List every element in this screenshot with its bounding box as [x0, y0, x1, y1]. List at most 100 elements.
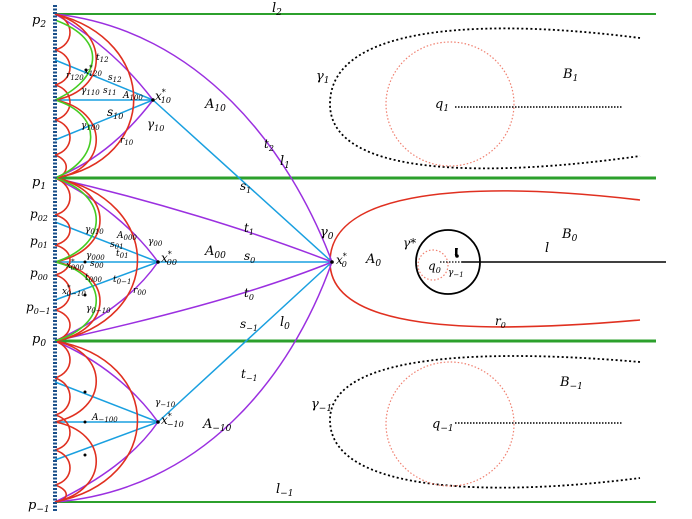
- svg-text:p0−1: p0−1: [26, 300, 51, 316]
- svg-text:A10: A10: [204, 97, 226, 114]
- svg-text:l: l: [545, 241, 549, 256]
- svg-text:p0: p0: [32, 332, 46, 349]
- circle-B-1: [385, 361, 515, 487]
- svg-text:t0: t0: [244, 286, 254, 302]
- svg-text:γ−1: γ−1: [311, 397, 332, 414]
- line-sm10c: [54, 421, 159, 461]
- line-s10b: [54, 59, 154, 101]
- svg-text:1: 1: [454, 248, 460, 258]
- svg-text:γ010: γ010: [85, 225, 104, 236]
- svg-text:γ0: γ0: [320, 225, 334, 242]
- svg-text:x*000: x*000: [66, 258, 84, 272]
- svg-text:r00: r00: [133, 286, 147, 297]
- svg-text:t2: t2: [264, 137, 274, 153]
- curve-gamma-1: [329, 355, 641, 489]
- svg-text:t0−1: t0−1: [113, 275, 131, 286]
- svg-text:l2: l2: [272, 1, 282, 18]
- line-s-1: [157, 261, 333, 423]
- svg-text:l1: l1: [280, 154, 290, 171]
- svg-text:t1: t1: [244, 221, 254, 237]
- svg-text:s01: s01: [110, 240, 124, 251]
- curve-gamma10: [54, 13, 135, 179]
- svg-text:x*0−10: x*0−10: [62, 284, 86, 298]
- svg-text:t−1: t−1: [241, 367, 258, 383]
- svg-text:A−10: A−10: [202, 417, 232, 434]
- line-sm10b: [54, 381, 159, 423]
- svg-text:s1: s1: [240, 179, 251, 195]
- svg-text:q0: q0: [428, 259, 441, 275]
- svg-text:γ000: γ000: [86, 251, 105, 262]
- curve-t01: [54, 177, 159, 263]
- svg-text:γ1: γ1: [316, 69, 330, 86]
- line-s10c: [54, 99, 154, 141]
- circle-q0: [417, 249, 449, 281]
- svg-text:γ*: γ*: [403, 236, 416, 250]
- svg-text:t01: t01: [116, 249, 129, 260]
- curve-t1: [54, 177, 333, 263]
- svg-text:p2: p2: [32, 13, 46, 30]
- svg-text:A−100: A−100: [91, 413, 118, 424]
- svg-text:r0: r0: [495, 314, 506, 330]
- svg-text:s12: s12: [108, 73, 122, 84]
- svg-text:γ00: γ00: [148, 237, 163, 248]
- svg-text:A00: A00: [204, 244, 226, 261]
- curve-t12: [54, 13, 154, 101]
- svg-text:γ110: γ110: [81, 86, 100, 97]
- svg-text:x*120: x*120: [84, 64, 102, 78]
- svg-text:t12: t12: [96, 53, 109, 64]
- svg-text:p00: p00: [30, 266, 48, 282]
- points: [83, 68, 459, 457]
- curve-t-1: [54, 261, 333, 503]
- curve-gamma-10: [54, 340, 139, 503]
- svg-text:p02: p02: [30, 207, 48, 223]
- svg-text:γ−10: γ−10: [155, 398, 176, 409]
- svg-text:γ100: γ100: [81, 121, 100, 132]
- curve-gamma00: [54, 177, 139, 342]
- svg-text:s00: s00: [90, 259, 104, 270]
- curve-t1-upper: [54, 99, 154, 179]
- svg-text:A000: A000: [116, 231, 137, 242]
- curve-t0: [54, 261, 333, 342]
- svg-text:γ−1: γ−1: [448, 268, 464, 279]
- svg-text:s10: s10: [107, 105, 123, 121]
- curve-gamma1: [329, 27, 641, 170]
- svg-text:p1: p1: [32, 175, 46, 192]
- svg-text:s11: s11: [103, 86, 117, 97]
- svg-text:A100: A100: [122, 91, 143, 102]
- svg-text:l0: l0: [280, 315, 290, 332]
- svg-text:p−1: p−1: [28, 498, 50, 515]
- svg-text:q−1: q−1: [432, 417, 454, 434]
- circle-B1: [385, 41, 515, 167]
- curve-tm10a: [54, 340, 159, 423]
- curve-tm10b: [54, 421, 159, 503]
- blue-lines: [54, 59, 333, 461]
- svg-text:A0: A0: [365, 252, 381, 269]
- svg-text:γ0−10: γ0−10: [86, 304, 111, 315]
- green-petals: [54, 19, 97, 342]
- svg-text:B−1: B−1: [559, 375, 583, 392]
- purple-lines: [54, 13, 333, 503]
- svg-text:t000: t000: [85, 273, 103, 284]
- svg-text:p01: p01: [30, 234, 48, 250]
- line-s01: [54, 221, 159, 263]
- svg-text:x*0: x*0: [336, 252, 347, 269]
- svg-text:x*−10: x*−10: [161, 412, 184, 429]
- circle-gamma-star: [415, 229, 481, 295]
- svg-text:B0: B0: [561, 227, 578, 244]
- svg-text:l−1: l−1: [276, 482, 293, 499]
- svg-text:γ10: γ10: [147, 117, 164, 133]
- svg-text:x*00: x*00: [161, 250, 177, 267]
- svg-text:B1: B1: [562, 67, 578, 84]
- svg-text:s0: s0: [244, 249, 255, 265]
- curve-t2: [54, 13, 333, 263]
- svg-text:q1: q1: [435, 97, 449, 114]
- horizontal-lines: [55, 13, 656, 503]
- svg-text:x*10: x*10: [155, 88, 171, 105]
- svg-text:r120: r120: [66, 71, 84, 82]
- labels: l2 l1 l0 l−1 l p2 p1 p02 p01 p00 p0−1 p0…: [26, 1, 583, 515]
- svg-text:r10: r10: [120, 136, 134, 147]
- svg-text:s−1: s−1: [240, 317, 258, 333]
- line-s0m1: [54, 261, 159, 301]
- line-s1: [152, 99, 333, 263]
